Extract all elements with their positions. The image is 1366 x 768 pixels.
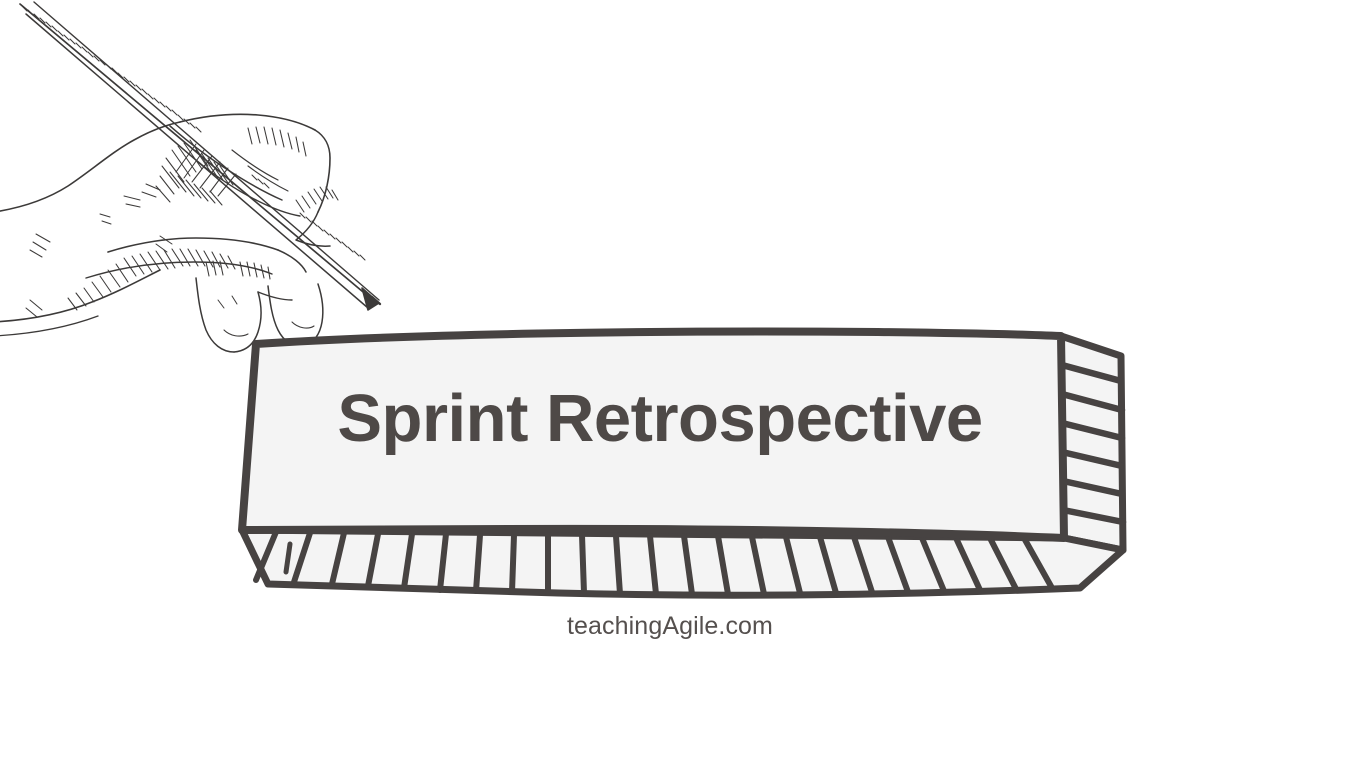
banner-box-graphic [228, 318, 1138, 613]
banner-title: Sprint Retrospective [337, 380, 983, 456]
banner-front-face [238, 327, 1068, 542]
banner-svg [238, 327, 1127, 599]
hand-pencil-svg [0, 1, 382, 353]
banner-right-face [1057, 332, 1127, 554]
hand-holding-pencil-illustration [0, 0, 420, 360]
banner-bottom-face [238, 526, 1127, 599]
footer-brand-text: teachingAgile.com [567, 612, 773, 640]
hand-outline [0, 113, 331, 353]
hand-shading-hatching [25, 126, 339, 318]
